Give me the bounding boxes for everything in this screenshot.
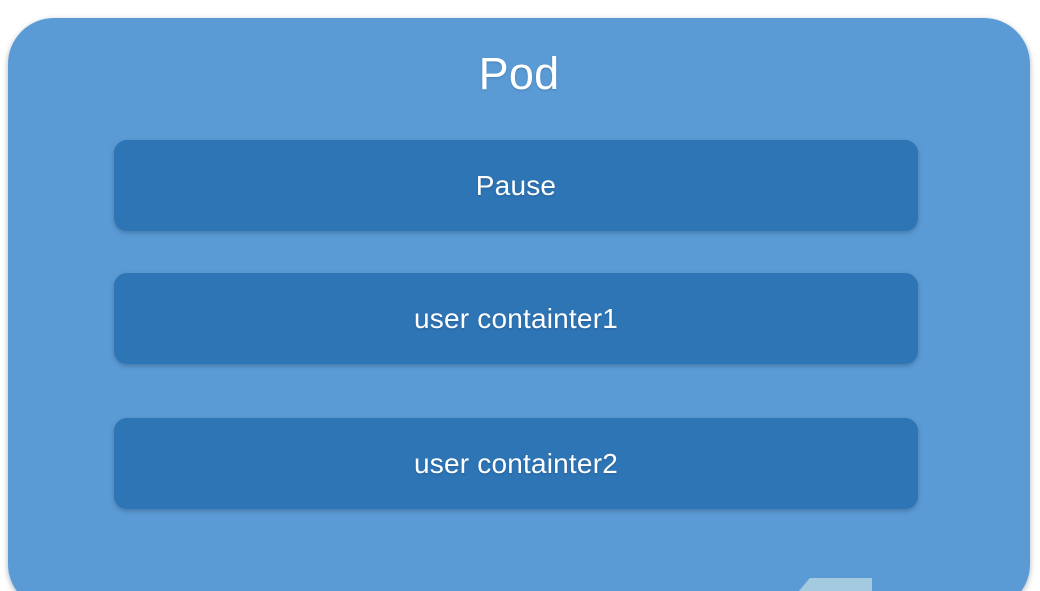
container-label: Pause <box>475 169 557 201</box>
container-label: user containter2 <box>414 447 618 479</box>
container-label: user containter1 <box>414 302 618 334</box>
container-box-user2: user containter2 <box>114 418 918 509</box>
container-box-pause: Pause <box>114 140 918 231</box>
pod-container: Pod Pause user containter1 user containt… <box>8 18 1030 591</box>
background-artifact <box>788 578 872 591</box>
container-box-user1: user containter1 <box>114 273 918 364</box>
pod-title: Pod <box>478 48 560 99</box>
